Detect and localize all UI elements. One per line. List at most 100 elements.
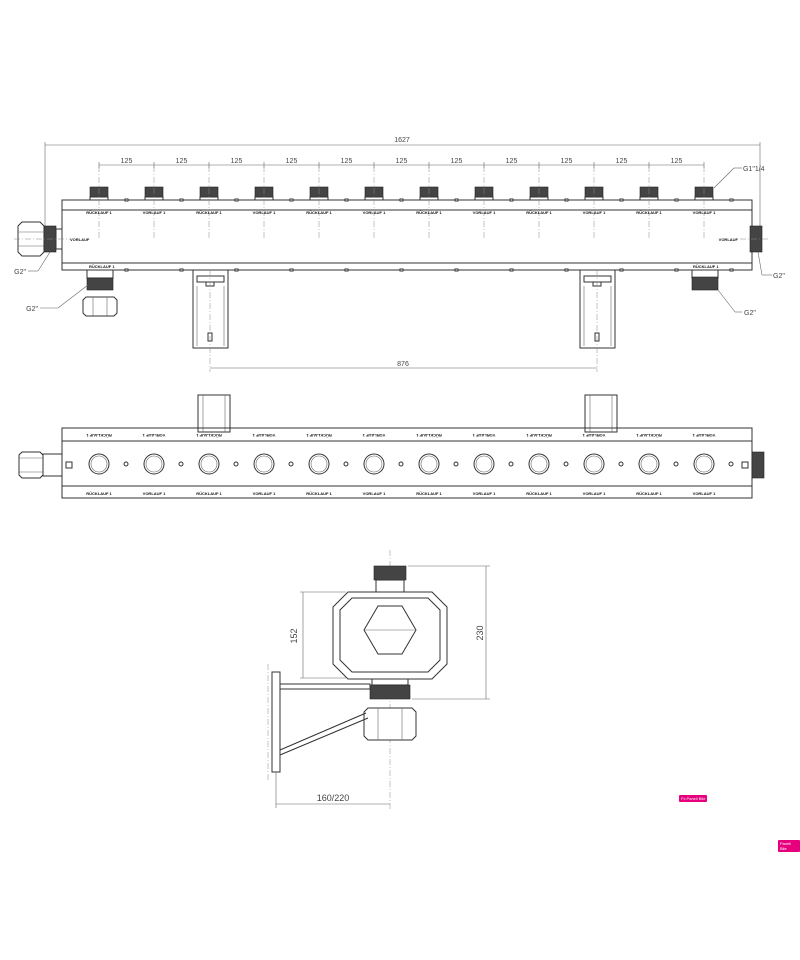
bottom-port-label: VORLAUF 1 (473, 491, 496, 496)
outlet-label: VORLAUF 1 (693, 210, 716, 215)
front-view: RÜCKLAUF 1 RÜCKLAUF 1 VORLAUF 1 VORLAUF 1 RÜ… (18, 394, 765, 499)
outlet-stub: RÜCKLAUF 1 (86, 166, 129, 272)
top-port-label: RÜCKLAUF 1 (305, 433, 331, 438)
overall-length-label: 1627 (394, 137, 410, 144)
outlet-label: VORLAUF 1 (253, 210, 276, 215)
return-label: RÜCKLAUF 1 (89, 264, 115, 269)
front-left-connection (18, 451, 73, 479)
port: VORLAUF 1 VORLAUF 1 (362, 433, 404, 496)
union-nut (363, 707, 417, 741)
bottom-port-label: RÜCKLAUF 1 (86, 491, 112, 496)
bottom-port-label: VORLAUF 1 (693, 491, 716, 496)
outlet-stub: VORLAUF 1 (363, 166, 404, 272)
outlet-stub: VORLAUF 1 (253, 166, 294, 272)
top-port-label: VORLAUF 1 (472, 433, 495, 438)
spacing-label: 125 (121, 158, 133, 165)
outlet-label: VORLAUF 1 (143, 210, 166, 215)
return-label: RÜCKLAUF 1 (693, 264, 719, 269)
brand-badge: Fx Paneli Bile (679, 795, 708, 802)
bottom-thread (369, 684, 411, 700)
spacing-label: 125 (396, 158, 408, 165)
outlet-label: RÜCKLAUF 1 (306, 210, 332, 215)
top-port-label: RÜCKLAUF 1 (85, 433, 111, 438)
outlet-label: VORLAUF 1 (363, 210, 386, 215)
outlet-thread-callout: G1"1/4 (713, 166, 765, 189)
bracket-top-right (584, 394, 618, 433)
spacing-label: 125 (671, 158, 683, 165)
top-port-label: RÜCKLAUF 1 (195, 433, 221, 438)
right-inlet-label: VORLAUF (719, 237, 739, 242)
bottom-port-label: VORLAUF 1 (363, 491, 386, 496)
total-height-label: 230 (475, 625, 485, 640)
thread-label: G2" (14, 269, 26, 276)
port: VORLAUF 1 VORLAUF 1 (142, 433, 184, 496)
port: VORLAUF 1 VORLAUF 1 (692, 433, 734, 496)
outlet-label: RÜCKLAUF 1 (196, 210, 222, 215)
bottom-port-label: RÜCKLAUF 1 (196, 491, 222, 496)
wall-plate (271, 671, 281, 773)
outlet-stub: RÜCKLAUF 1 (526, 166, 569, 272)
spacing-label: 125 (176, 158, 188, 165)
bracket-right (579, 269, 616, 372)
top-port-label: VORLAUF 1 (692, 433, 715, 438)
outlet-label: RÜCKLAUF 1 (86, 210, 112, 215)
overall-dimension: 1627 (44, 137, 761, 228)
front-ports: RÜCKLAUF 1 RÜCKLAUF 1 VORLAUF 1 VORLAUF 1 RÜ… (85, 433, 734, 496)
thread-label: G2" (773, 273, 785, 280)
thread-label: G1"1/4 (743, 166, 765, 173)
wall-distance-label: 160/220 (317, 793, 350, 803)
bottom-port-label: RÜCKLAUF 1 (526, 491, 552, 496)
top-thread (373, 565, 407, 581)
bracket-left (192, 269, 229, 372)
outlet-label: VORLAUF 1 (473, 210, 496, 215)
port: RÜCKLAUF 1 RÜCKLAUF 1 (415, 433, 459, 496)
outlet-label: RÜCKLAUF 1 (526, 210, 552, 215)
port: RÜCKLAUF 1 RÜCKLAUF 1 (635, 433, 679, 496)
top-port-label: VORLAUF 1 (362, 433, 385, 438)
spacing-label: 125 (616, 158, 628, 165)
thread-label: G2" (26, 306, 38, 313)
bottom-port-label: VORLAUF 1 (583, 491, 606, 496)
outlet-stubs: RÜCKLAUF 1 VORLAUF 1 RÜCKLAUF 1 VORLAUF 1 RÜ… (86, 166, 734, 272)
outlet-stub: VORLAUF 1 (583, 166, 624, 272)
front-right-connection (741, 451, 765, 479)
port: VORLAUF 1 VORLAUF 1 (472, 433, 514, 496)
bracket-arm (279, 683, 371, 690)
top-port-label: VORLAUF 1 (582, 433, 605, 438)
body-height-label: 152 (289, 628, 299, 643)
top-port-label: RÜCKLAUF 1 (415, 433, 441, 438)
outlet-stub: VORLAUF 1 (143, 166, 184, 272)
bracket-top-left (197, 394, 231, 433)
bottom-port-label: VORLAUF 1 (143, 491, 166, 496)
left-return: RÜCKLAUF 1 G2" (26, 264, 118, 317)
outlet-stub: RÜCKLAUF 1 (416, 166, 459, 272)
right-inlet: VORLAUF G2" (719, 225, 785, 280)
spacing-label: 125 (451, 158, 463, 165)
thread-label: G2" (744, 310, 756, 317)
port: RÜCKLAUF 1 RÜCKLAUF 1 (85, 433, 129, 496)
port: RÜCKLAUF 1 RÜCKLAUF 1 (195, 433, 239, 496)
outlet-stub: VORLAUF 1 (693, 166, 734, 272)
bottom-port-label: RÜCKLAUF 1 (636, 491, 662, 496)
left-inlet: VORLAUF G2" (14, 221, 90, 276)
spacing-label: 125 (341, 158, 353, 165)
outlet-label: RÜCKLAUF 1 (416, 210, 442, 215)
top-port-label: RÜCKLAUF 1 (635, 433, 661, 438)
outlet-stub: VORLAUF 1 (473, 166, 514, 272)
spacing-label: 125 (561, 158, 573, 165)
top-port-label: VORLAUF 1 (252, 433, 275, 438)
spacing-label: 125 (506, 158, 518, 165)
bottom-port-label: RÜCKLAUF 1 (306, 491, 332, 496)
spacing-label: 125 (231, 158, 243, 165)
outlet-label: RÜCKLAUF 1 (636, 210, 662, 215)
top-port-label: VORLAUF 1 (142, 433, 165, 438)
top-port-label: RÜCKLAUF 1 (525, 433, 551, 438)
outlet-stub: RÜCKLAUF 1 (636, 166, 679, 272)
outlet-stub: RÜCKLAUF 1 (306, 166, 349, 272)
right-return: RÜCKLAUF 1 G2" (691, 264, 756, 317)
bottom-port-label: RÜCKLAUF 1 (416, 491, 442, 496)
